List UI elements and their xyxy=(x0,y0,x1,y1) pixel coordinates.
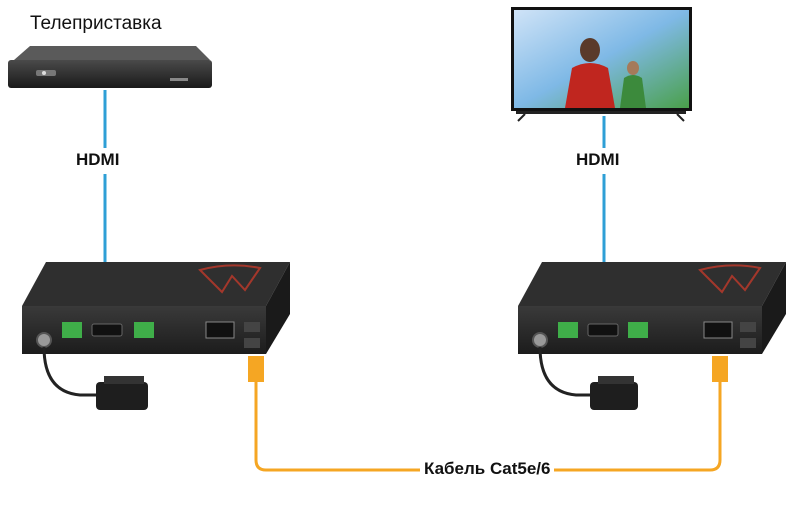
tv-icon xyxy=(511,7,692,122)
hdmi-label-right: HDMI xyxy=(576,150,620,169)
hdmi-label-left: HDMI xyxy=(76,150,120,169)
rj45-plug-right-icon xyxy=(712,356,728,382)
set-top-box-label: Телеприставка xyxy=(30,13,162,34)
set-top-box-icon xyxy=(8,46,212,88)
cable-label: Кабель Cat5e/6 xyxy=(420,459,555,479)
decoder-device-right-icon xyxy=(518,262,786,354)
power-adapter-left-icon xyxy=(42,346,148,410)
power-adapter-right-icon xyxy=(538,346,638,410)
rj45-plug-left-icon xyxy=(248,356,264,382)
decoder-device-left-icon xyxy=(22,262,290,354)
network-cable xyxy=(248,356,728,472)
